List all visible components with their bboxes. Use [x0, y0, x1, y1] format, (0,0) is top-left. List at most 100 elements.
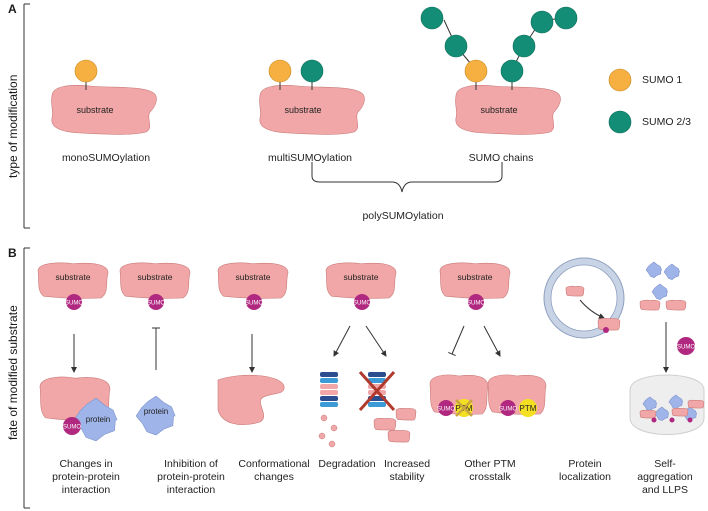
multi-sumoylation-diagram — [259, 59, 365, 135]
caption-conformational: Conformational changes — [238, 458, 310, 483]
sumo1-circle — [464, 59, 488, 83]
sumo-chains-diagram — [420, 6, 578, 135]
condensate-sumo-dot — [669, 417, 675, 423]
protein-blob — [73, 397, 118, 442]
result-sumo-tag — [63, 417, 81, 435]
peptide-fragment — [320, 414, 328, 422]
top-substrate-0 — [37, 262, 109, 299]
llps-protein-blob — [651, 283, 669, 300]
ptm-cross-mark — [455, 399, 473, 417]
condensate-substrate — [639, 409, 657, 419]
top-substrate-label: substrate — [138, 272, 173, 282]
substrate-shape — [259, 85, 365, 135]
changed-substrate — [217, 374, 285, 425]
sumo-tag-label: SUMO — [437, 407, 455, 413]
inhibition-ptm — [451, 325, 465, 355]
proteasome-segment — [320, 372, 338, 377]
proteasome-segment — [320, 402, 338, 407]
sumo-tag-label: SUMO — [147, 301, 165, 307]
ptm-substrate-2 — [487, 374, 547, 415]
sumo-tag-label: SUMO — [467, 301, 485, 307]
panel-a-axis-label: type of modification — [6, 74, 20, 178]
panel-b-letter: B — [8, 246, 17, 260]
sumo23-circle — [444, 34, 468, 58]
peptide-fragment — [328, 440, 336, 448]
sumo1-circle — [268, 59, 292, 83]
sumo-tag-label: SUMO — [63, 425, 81, 431]
chains-caption: SUMO chains — [468, 152, 534, 164]
proteasome-segment — [320, 378, 338, 383]
protein-label: protein — [144, 407, 168, 416]
top-substrate-4 — [439, 262, 511, 299]
top-sumo-tag — [148, 294, 164, 310]
cross-mark — [358, 370, 396, 412]
mono-sumoylation-diagram — [51, 59, 157, 135]
ptm-label: PTM — [520, 404, 537, 413]
ptm-sumo-tag — [500, 400, 516, 416]
sumo23-circle — [300, 59, 324, 83]
proteasome-segment — [320, 384, 338, 389]
top-sumo-tag — [468, 294, 484, 310]
peptide-fragment — [330, 424, 338, 432]
legend-sumo23-label: SUMO 2/3 — [642, 116, 692, 128]
loc-sumo-dot — [603, 327, 609, 333]
localization-arrow — [579, 299, 605, 319]
condensate-protein — [642, 396, 658, 411]
mono-caption: monoSUMOylation — [61, 152, 151, 164]
substrate-label: substrate — [284, 105, 322, 115]
sumo1-circle — [74, 59, 98, 83]
substrate-shape — [51, 85, 157, 135]
top-substrate-label: substrate — [344, 272, 379, 282]
substrate-label: substrate — [480, 105, 518, 115]
poly-brace — [311, 162, 503, 193]
panel-a-letter: A — [8, 2, 17, 16]
caption-ptm-crosstalk: Other PTM crosstalk — [464, 458, 516, 483]
loc-substrate — [597, 318, 621, 331]
sumo23-circle — [512, 34, 536, 58]
condensate-protein — [668, 394, 684, 409]
top-substrate-label: substrate — [56, 272, 91, 282]
top-sumo-tag — [354, 294, 370, 310]
legend-sumo1-swatch — [608, 68, 632, 92]
panel-b-axis-label: fate of modified substrate — [6, 305, 20, 440]
top-sumo-tag — [66, 294, 82, 310]
top-substrate-1 — [119, 262, 191, 299]
ptm-circle — [519, 399, 537, 417]
sumo23-circle — [554, 6, 578, 30]
condensate-substrate — [687, 399, 705, 409]
sumo-tag-label: SUMO — [677, 345, 695, 351]
proteasome-segment — [368, 372, 386, 377]
protein-label: protein — [86, 415, 110, 424]
caption-inhibition-ppi: Inhibition of protein-protein interactio… — [157, 458, 225, 496]
legend-sumo1-label: SUMO 1 — [642, 74, 683, 86]
caption-llps: Self- aggregation and LLPS — [637, 458, 693, 496]
proteasome-segment — [368, 378, 386, 383]
inhibition-bar — [448, 351, 456, 357]
sumo23-circle — [420, 6, 444, 30]
llps-sumo-tag — [677, 337, 695, 355]
sumo23-circle — [530, 10, 554, 34]
sumo-tag-label: SUMO — [499, 407, 517, 413]
arrow-degradation — [333, 325, 351, 357]
arrow-stability — [365, 325, 387, 357]
caption-changes-ppi: Changes in protein-protein interaction — [52, 458, 120, 496]
proteasome-segment — [368, 402, 386, 407]
proteasome-segment — [320, 390, 338, 395]
legend-sumo23-swatch — [608, 110, 632, 134]
free-protein-blob — [135, 395, 176, 436]
condensate-sumo-dot — [651, 417, 657, 423]
llps-substrate — [665, 299, 687, 311]
sumo23-circle — [500, 59, 524, 83]
poly-caption: polySUMOylation — [362, 210, 444, 222]
substrate-label: substrate — [76, 105, 114, 115]
top-sumo-tag — [246, 294, 262, 310]
panel-a-bracket-line — [23, 3, 30, 229]
substrate-shape — [455, 85, 561, 135]
stable-substrate — [395, 408, 417, 421]
caption-stability: Increased stability — [383, 458, 431, 483]
panel-b-bracket-line — [23, 247, 30, 509]
loc-substrate — [565, 285, 585, 297]
llps-protein-blob — [645, 261, 663, 278]
stable-substrate — [387, 430, 411, 443]
